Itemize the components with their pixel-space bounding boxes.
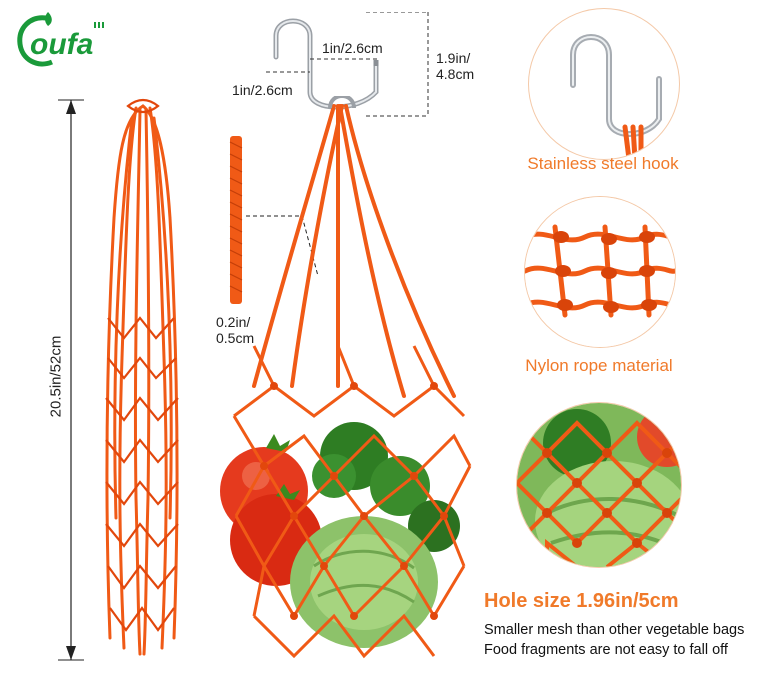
- hook-diagram: [246, 12, 446, 122]
- hook-icon: [570, 34, 662, 159]
- rope-sample-image: [226, 136, 246, 306]
- rope-icon: [525, 197, 675, 347]
- net-bag-collapsed-image: [88, 98, 198, 664]
- hook-width-top-label: 1in/2.6cm: [322, 40, 383, 56]
- brand-logo: oufa: [8, 6, 128, 76]
- feature-rope-label: Nylon rope material: [525, 356, 673, 375]
- feature-rope-circle: [524, 196, 676, 348]
- hole-size-title: Hole size 1.96in/5cm: [484, 590, 679, 612]
- feature-mesh-circle: [516, 402, 682, 568]
- hole-size-description: Smaller mesh than other vegetable bags F…: [484, 622, 745, 658]
- mesh-closeup-icon: [517, 403, 681, 567]
- feature-hook-circle: [528, 8, 680, 160]
- logo-text: oufa: [30, 28, 94, 61]
- length-dimension: [56, 96, 86, 666]
- rope-diameter-label: 0.2in/ 0.5cm: [216, 314, 255, 346]
- hook-width-side-label: 1in/2.6cm: [232, 82, 293, 98]
- feature-hook-label: Stainless steel hook: [527, 154, 679, 173]
- length-label: 20.5in/52cm: [47, 296, 65, 457]
- net-bag-filled-image: [214, 96, 484, 670]
- hook-height-label: 1.9in/ 4.8cm: [436, 50, 475, 82]
